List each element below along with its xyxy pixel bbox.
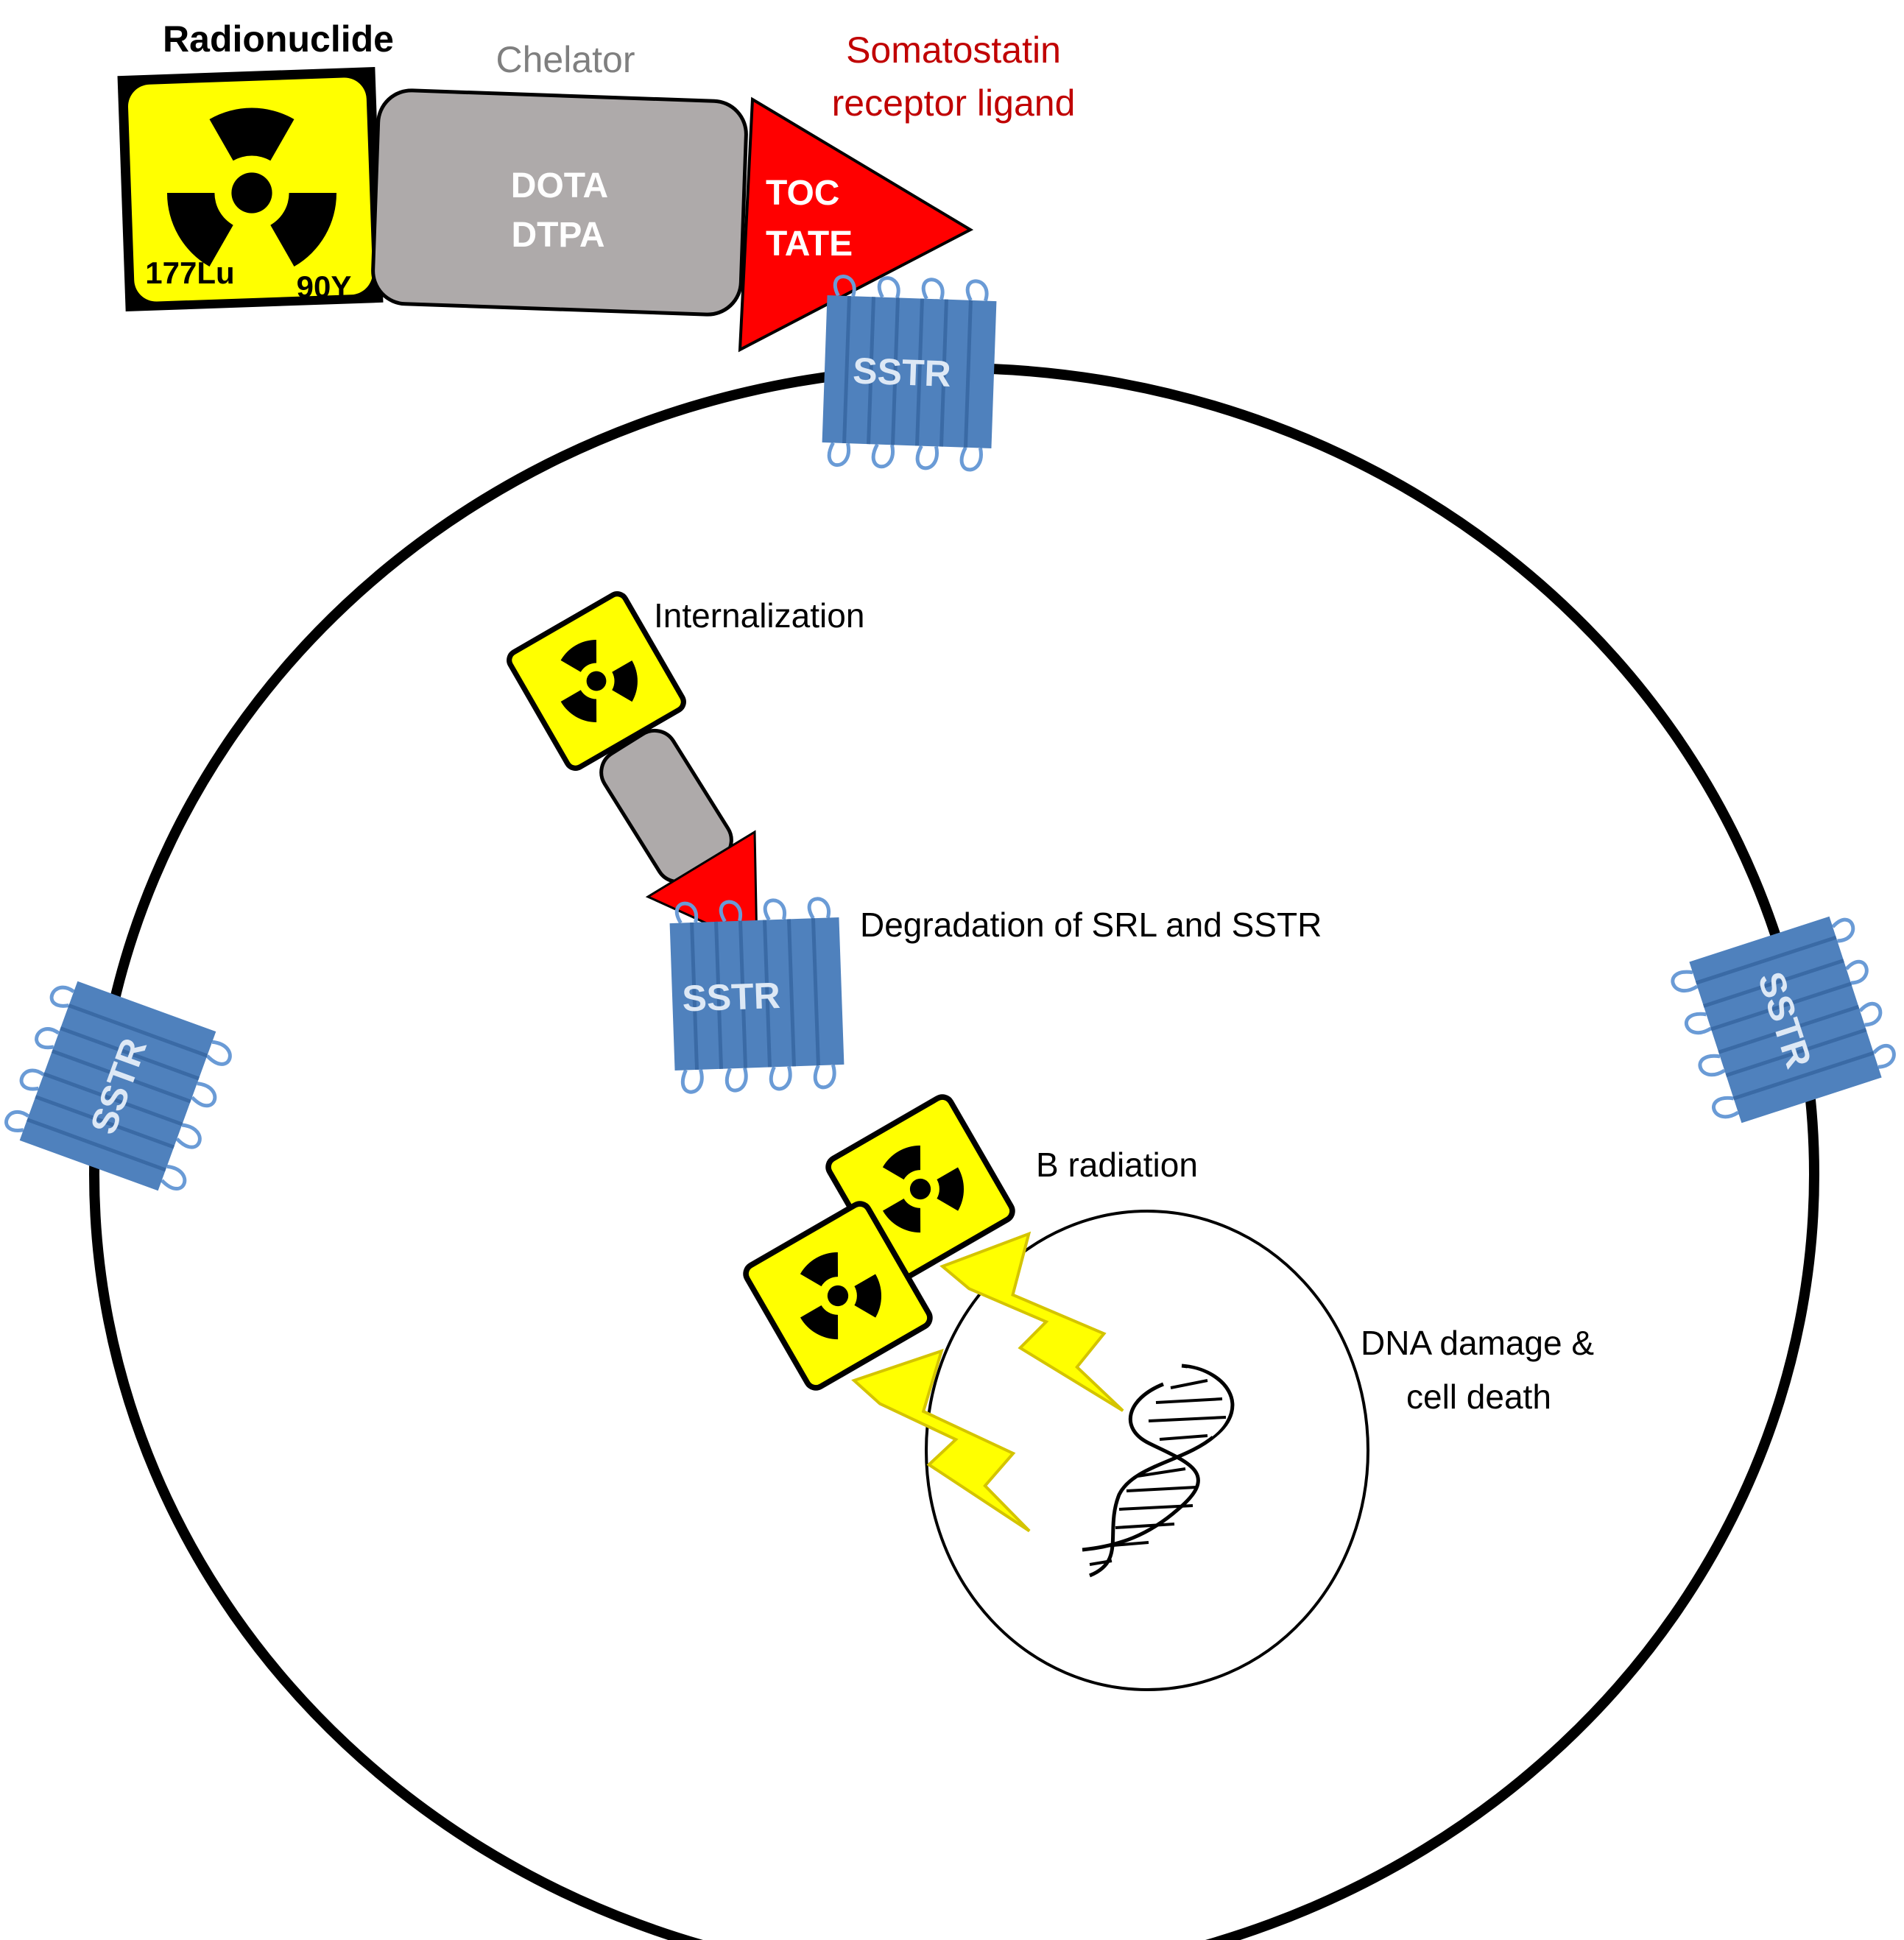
nucleus [925,1210,1369,1691]
sstr-receptor-right: SSTR [1668,911,1900,1130]
radiation-label: B radiation [1036,1146,1198,1184]
chelator-heading: Chelator [496,39,635,80]
dna-helix-icon [1082,1364,1235,1578]
sstr-receptor-internal: SSTR [669,898,845,1093]
ligand-tate-label: TATE [766,225,853,264]
internalization-label: Internalization [654,596,864,635]
lightning-bolt-lower [832,1335,1059,1533]
sstr-receptor-left: SSTR [1,975,236,1199]
radionuclide-box: 177Lu 90Y [117,66,384,312]
radionuclide-heading: Radionuclide [163,18,394,60]
sstr-receptor-top: SSTR [822,276,998,470]
ligand-triangle: TOC TATE [738,96,974,353]
ligand-heading-line1: Somatostatin [846,29,1061,71]
dna-damage-label-line2: cell death [1406,1378,1551,1416]
sstr-label-internal: SSTR [682,975,781,1020]
isotope-lu-label: 177Lu [145,255,234,290]
ligand-toc-label: TOC [766,174,839,213]
isotope-y-label: 90Y [297,269,352,304]
internalized-ligand [645,830,758,948]
lightning-bolt-upper [924,1221,1147,1413]
ligand-heading-line2: receptor ligand [832,82,1076,124]
chelator-dota-label: DOTA [511,166,608,205]
degradation-label: Degradation of SRL and SSTR [860,906,1322,944]
dna-damage-label-line1: DNA damage & [1361,1324,1594,1362]
chelator-box: DOTA DTPA [371,88,748,317]
chelator-dtpa-label: DTPA [511,216,604,255]
sstr-label-top: SSTR [852,350,951,395]
